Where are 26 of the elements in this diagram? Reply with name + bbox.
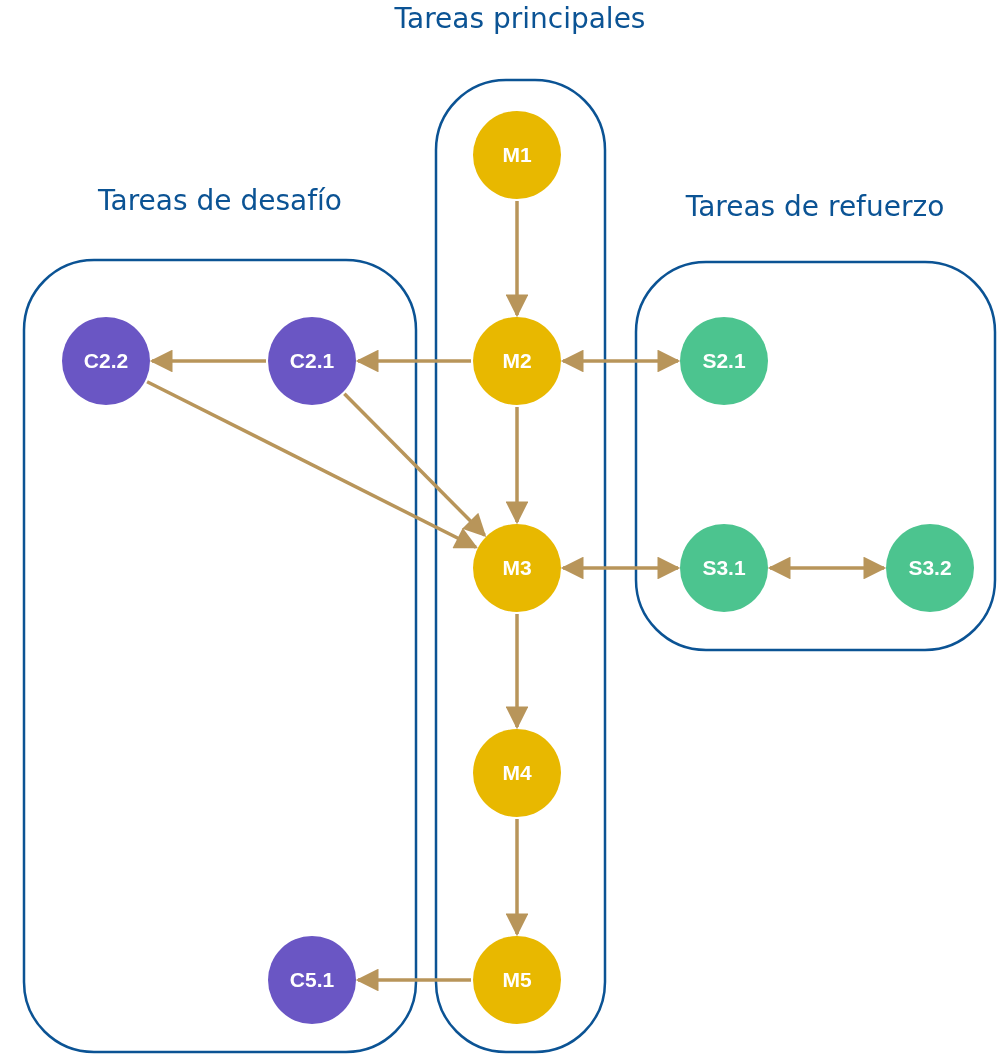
arrow	[560, 349, 681, 373]
arrow	[560, 556, 681, 580]
task-circle: M3	[473, 524, 561, 612]
arrow	[355, 349, 471, 373]
task-circle: C5.1	[268, 936, 356, 1024]
arrow	[355, 968, 471, 992]
arrow	[146, 380, 478, 549]
group-heading: Tareas principales	[393, 2, 647, 35]
task-circle: M1	[473, 111, 561, 199]
task-circle: M5	[473, 936, 561, 1024]
task-circle: M2	[473, 317, 561, 405]
task-circle: S3.2	[886, 524, 974, 612]
group-heading: Tareas de refuerzo	[684, 190, 946, 223]
arrow	[767, 556, 887, 580]
task-circle: M4	[473, 729, 561, 817]
arrow	[343, 392, 487, 537]
task-circle: C2.1	[268, 317, 356, 405]
task-circle: C2.2	[62, 317, 150, 405]
group-heading: Tareas de desafío	[97, 184, 343, 217]
arrow	[149, 349, 266, 373]
arrow	[505, 614, 529, 730]
arrow	[505, 201, 529, 318]
task-circle: S2.1	[680, 317, 768, 405]
arrow	[505, 819, 529, 937]
arrow	[505, 407, 529, 525]
task-circle: S3.1	[680, 524, 768, 612]
